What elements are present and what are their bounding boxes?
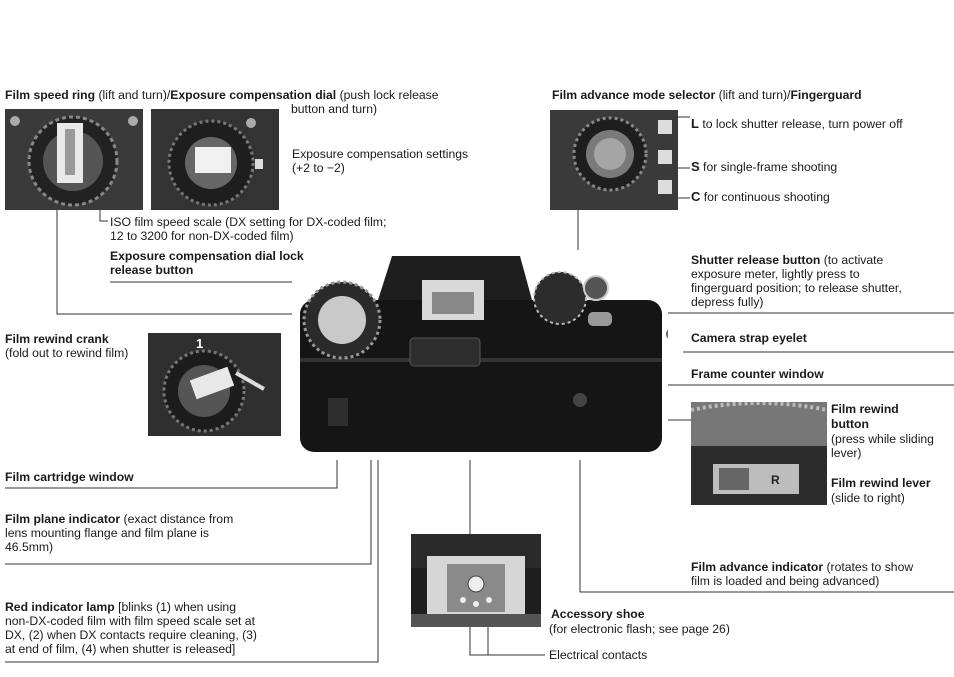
exposure-compensation-dial-title: Exposure compensation dial <box>170 88 337 102</box>
mode-text-single: for single-frame shooting <box>699 160 838 174</box>
film-speed-ring-title: Film speed ring <box>5 88 96 102</box>
film-advance-mode-note: (lift and turn)/ <box>715 88 791 102</box>
film-plane-indicator-note3: 46.5mm) <box>5 540 54 554</box>
camera-body-photo <box>292 250 668 460</box>
accessory-shoe-note: (for electronic flash; see page 26) <box>549 622 730 636</box>
film-rewind-button-line2: button <box>831 417 869 431</box>
rewind-lever-photo-label: R <box>771 473 780 487</box>
film-plane-indicator-note1: (exact distance from <box>120 512 234 526</box>
red-indicator-lamp-label: Red indicator lamp [blinks (1) when usin… <box>5 600 236 614</box>
film-rewind-button-photo: R <box>691 402 827 505</box>
shutter-release-label: Shutter release button (to activate <box>691 253 883 267</box>
film-rewind-crank-photo: 1 <box>148 333 281 436</box>
film-advance-indicator-note2: film is loaded and being advanced) <box>691 574 880 588</box>
shutter-release-line2: exposure meter, lightly press to <box>691 267 860 281</box>
film-advance-indicator-title: Film advance indicator <box>691 560 824 574</box>
accessory-shoe-title: Accessory shoe <box>551 607 645 621</box>
film-rewind-crank-note: (fold out to rewind film) <box>5 346 129 360</box>
red-indicator-lamp-line4: at end of film, (4) when shutter is rele… <box>5 642 236 656</box>
film-rewind-lever-title: Film rewind lever <box>831 476 931 490</box>
red-indicator-lamp-line2: non-DX-coded film with film speed scale … <box>5 614 255 628</box>
exp-comp-lock-line2: release button <box>110 263 194 277</box>
exposure-compensation-dial-note-2: button and turn) <box>291 102 378 116</box>
red-indicator-lamp-line3: DX, (2) when DX contacts require cleanin… <box>5 628 257 642</box>
mode-key-continuous: C <box>691 189 701 204</box>
film-advance-indicator-leader <box>579 404 954 593</box>
film-rewind-button-note1: (press while sliding <box>831 432 934 446</box>
film-rewind-lever-note: (slide to right) <box>831 491 905 505</box>
iso-scale-line2: 12 to 3200 for non-DX-coded film) <box>110 229 294 243</box>
film-speed-ring-photo <box>5 109 143 210</box>
film-plane-indicator-title: Film plane indicator <box>5 512 121 526</box>
film-speed-ring-note: (lift and turn)/ <box>95 88 171 102</box>
film-speed-ring-label: Film speed ring (lift and turn)/Exposure… <box>5 88 439 102</box>
camera-strap-eyelet-title: Camera strap eyelet <box>691 331 807 345</box>
mode-key-single: S <box>691 159 700 174</box>
exposure-compensation-photo <box>151 109 279 210</box>
exposure-compensation-dial-note: (push lock release <box>336 88 439 102</box>
mode-item-single: S for single-frame shooting <box>691 159 838 175</box>
shutter-release-line4: depress fully) <box>691 295 764 309</box>
shutter-release-line3: fingerguard position; to release shutter… <box>691 281 902 295</box>
frame-counter-window-title: Frame counter window <box>691 367 824 381</box>
film-cartridge-window-title: Film cartridge window <box>5 470 134 484</box>
electrical-contacts-title: Electrical contacts <box>549 648 648 662</box>
shutter-release-line1: (to activate <box>820 253 884 267</box>
film-plane-indicator-label: Film plane indicator (exact distance fro… <box>5 512 233 526</box>
shutter-release-leader <box>642 312 954 330</box>
film-rewind-crank-title: Film rewind crank <box>5 332 109 346</box>
red-indicator-lamp-title: Red indicator lamp <box>5 600 115 614</box>
mode-item-lock: L to lock shutter release, turn power of… <box>691 116 903 132</box>
film-advance-mode-label: Film advance mode selector (lift and tur… <box>552 88 862 102</box>
exposure-compensation-settings-line2: (+2 to −2) <box>292 161 345 175</box>
mode-text-continuous: for continuous shooting <box>700 190 830 204</box>
film-rewind-button-note2: lever) <box>831 446 862 460</box>
exposure-compensation-settings-line1: Exposure compensation settings <box>292 147 469 161</box>
mode-key-lock: L <box>691 116 699 131</box>
film-plane-indicator-note2: lens mounting flange and film plane is <box>5 526 209 540</box>
accessory-shoe-photo <box>411 534 541 627</box>
film-advance-mode-title: Film advance mode selector <box>552 88 716 102</box>
rewind-crank-photo-number: 1 <box>196 336 204 351</box>
mode-item-continuous: C for continuous shooting <box>691 189 830 205</box>
mode-text-lock: to lock shutter release, turn power off <box>698 117 903 131</box>
fingerguard-title: Fingerguard <box>790 88 862 102</box>
shutter-release-title: Shutter release button <box>691 253 821 267</box>
film-speed-ring-leader <box>56 210 312 315</box>
film-advance-indicator-label: Film advance indicator (rotates to show <box>691 560 913 574</box>
film-advance-indicator-note1: (rotates to show <box>823 560 914 574</box>
exp-comp-lock-line1: Exposure compensation dial lock <box>110 249 304 263</box>
red-indicator-lamp-line1: [blinks (1) when using <box>114 600 236 614</box>
film-advance-mode-photo <box>550 110 678 210</box>
iso-scale-leader <box>99 210 108 222</box>
film-rewind-button-line1: Film rewind <box>831 402 899 416</box>
iso-scale-line1: ISO film speed scale (DX setting for DX-… <box>110 215 387 229</box>
